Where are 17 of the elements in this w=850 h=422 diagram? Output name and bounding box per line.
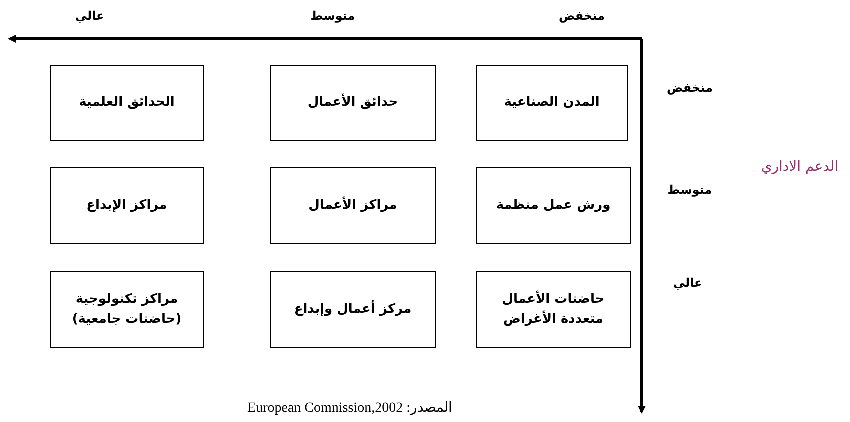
axis-title: الدعم الاداري: [761, 159, 839, 175]
category-box: الحدائق العلمية: [50, 65, 204, 141]
category-box: حاضنات الأعمال متعددة الأغراض: [476, 271, 631, 348]
axis-label: متوسط: [668, 183, 712, 197]
category-box: مراكز الإبداع: [50, 167, 204, 244]
category-box: ورش عمل منظمة: [476, 167, 631, 244]
axis-label: عالي: [673, 276, 703, 290]
category-box: مراكز تكنولوجية (حاضنات جامعية): [50, 271, 204, 348]
source-note: المصدر: European Comnission,2002: [248, 400, 452, 417]
axis-label: منخفض: [559, 9, 605, 23]
axis-label: منخفض: [667, 81, 713, 95]
category-box: المدن الصناعية: [476, 65, 628, 141]
axis-label: عالي: [75, 9, 105, 23]
category-box: مراكز الأعمال: [270, 167, 436, 244]
category-box: حدائق الأعمال: [270, 65, 436, 141]
category-box: مركز أعمال وإبداع: [270, 271, 436, 348]
axis-label: متوسط: [310, 9, 356, 23]
